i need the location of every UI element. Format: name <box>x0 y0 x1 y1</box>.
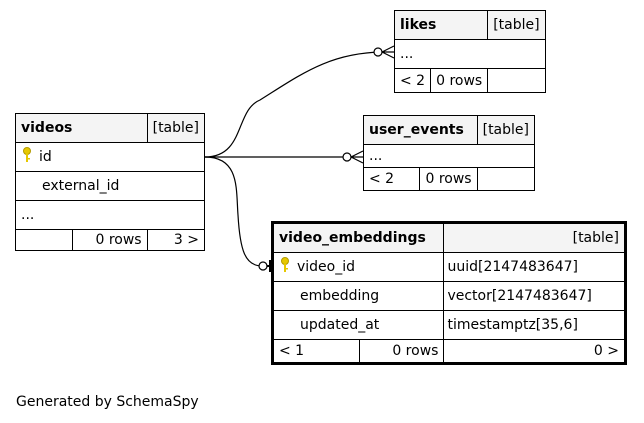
videos-column-id: id <box>15 142 205 172</box>
video-embeddings-column-updated-at: updated_at <box>271 310 445 340</box>
likes-rows: 0 rows <box>430 68 489 93</box>
user-events-name: user_events <box>369 122 464 138</box>
videos-name: videos <box>21 120 73 136</box>
user-events-title-cell: user_events <box>363 115 478 145</box>
videos-rows: 0 rows <box>72 229 148 251</box>
likes-type: [table] <box>487 10 546 40</box>
edge-likes-crowfoot <box>381 45 395 59</box>
table-video-embeddings[interactable]: video_embeddings [table] video_id uuid[2… <box>271 221 627 365</box>
video-embeddings-column-video-id-name: video_id <box>297 259 356 275</box>
videos-prev <box>15 229 73 251</box>
video-embeddings-column-embedding: embedding <box>271 281 445 311</box>
user-events-prev-link[interactable]: < 2 <box>362 167 421 191</box>
likes-ellipsis: ... <box>394 39 546 69</box>
edge-video-embeddings-zero-marker <box>258 261 268 271</box>
user-events-rows: 0 rows <box>419 167 478 191</box>
generated-by-footer: Generated by SchemaSpy <box>16 394 199 410</box>
videos-ellipsis: ... <box>15 200 205 230</box>
videos-column-id-name: id <box>39 149 52 165</box>
video-embeddings-column-updated-at-type: timestamptz[35,6] <box>443 310 626 340</box>
key-icon <box>279 257 293 277</box>
video-embeddings-column-video-id: video_id <box>271 252 445 282</box>
user-events-type: [table] <box>476 115 536 145</box>
likes-next <box>487 68 546 93</box>
user-events-ellipsis: ... <box>363 144 535 168</box>
likes-title-cell: likes <box>393 10 489 40</box>
video-embeddings-column-embedding-type: vector[2147483647] <box>443 281 626 311</box>
videos-next-link[interactable]: 3 > <box>146 229 206 251</box>
likes-prev-link[interactable]: < 2 <box>393 68 432 93</box>
edge-user-events-zero-marker <box>342 152 352 162</box>
video-embeddings-title-cell: video_embeddings <box>271 222 445 253</box>
edge-user-events-crowfoot <box>350 150 364 164</box>
video-embeddings-name: video_embeddings <box>279 230 426 246</box>
likes-name: likes <box>400 17 437 33</box>
key-icon <box>21 147 35 167</box>
videos-title-cell: videos <box>15 113 148 143</box>
edge-videos-likes <box>204 51 386 158</box>
video-embeddings-prev-link[interactable]: < 1 <box>272 339 360 364</box>
videos-type: [table] <box>146 113 206 143</box>
table-likes[interactable]: likes [table] ... < 2 0 rows <box>393 10 546 93</box>
video-embeddings-next-link[interactable]: 0 > <box>443 339 626 364</box>
table-videos[interactable]: videos [table] id external_id ... 0 rows… <box>15 113 206 251</box>
video-embeddings-type: [table] <box>443 222 626 253</box>
videos-column-external-id: external_id <box>15 171 205 201</box>
table-user-events[interactable]: user_events [table] ... < 2 0 rows <box>362 115 536 191</box>
edge-likes-zero-marker <box>373 47 383 57</box>
video-embeddings-rows: 0 rows <box>358 339 445 364</box>
video-embeddings-column-video-id-type: uuid[2147483647] <box>443 252 626 282</box>
edge-videos-video-embeddings <box>204 156 263 267</box>
user-events-next <box>476 167 536 191</box>
